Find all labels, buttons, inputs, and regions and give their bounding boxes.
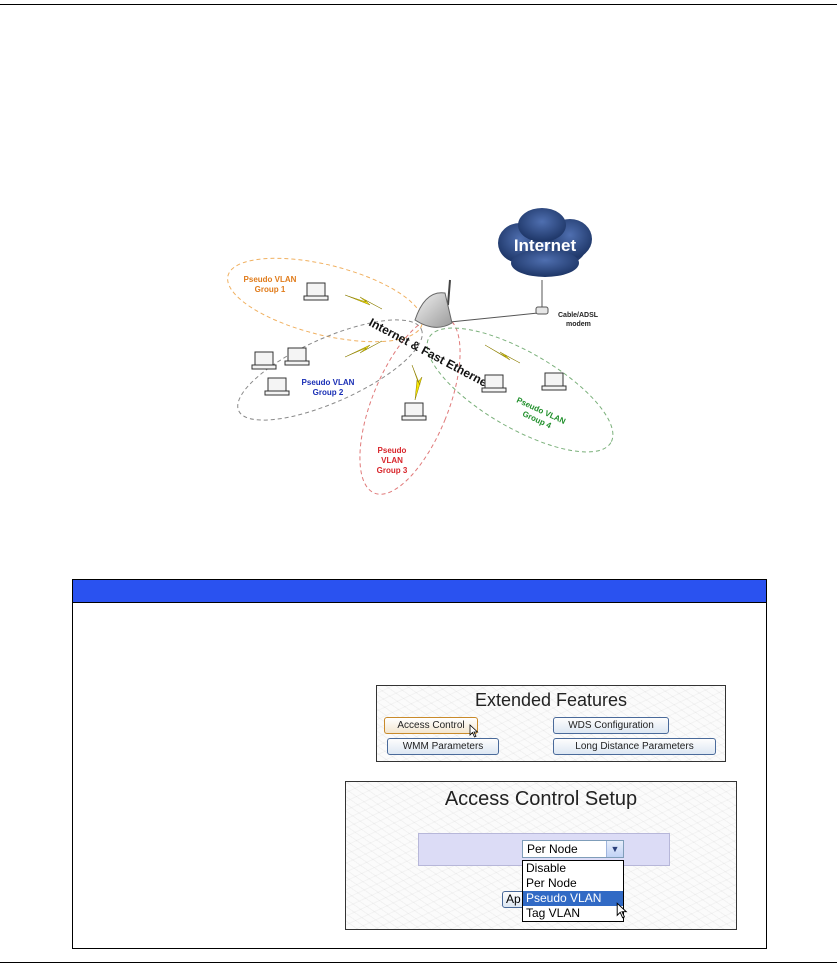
wds-configuration-button[interactable]: WDS Configuration [553, 717, 669, 734]
internet-label: Internet [514, 236, 577, 255]
access-control-select[interactable]: Per Node ▼ [522, 840, 624, 858]
chevron-down-icon[interactable]: ▼ [606, 841, 623, 857]
wmm-parameters-button[interactable]: WMM Parameters [387, 738, 499, 755]
internet-cloud: Internet [498, 208, 592, 277]
group3-label-line3: Group 3 [377, 466, 408, 475]
modem-label-line2: modem [566, 321, 591, 328]
group2-label-line2: Group 2 [313, 388, 344, 397]
cursor-icon [469, 724, 479, 738]
top-rule [0, 4, 837, 5]
group1-label-line1: Pseudo VLAN [244, 275, 297, 284]
pseudo-vlan-diagram: Internet Cable/ADSL modem Internet & Fas… [227, 208, 614, 495]
option-disable[interactable]: Disable [526, 861, 567, 875]
laptop-icons [251, 282, 567, 421]
access-control-selected-value: Per Node [527, 842, 578, 856]
group2-ellipse [237, 319, 423, 421]
option-per-node[interactable]: Per Node [526, 876, 577, 890]
note-panel-header [73, 580, 766, 603]
group4-ellipse [426, 327, 614, 453]
access-control-setup-title: Access Control Setup [444, 788, 638, 810]
note-panel: Extended Features Access Control WDS Con… [72, 579, 767, 949]
long-distance-parameters-button[interactable]: Long Distance Parameters [553, 738, 716, 755]
group3-ellipse [359, 315, 461, 495]
bottom-rule [0, 962, 837, 963]
group3-label-line1: Pseudo [378, 446, 407, 455]
wireless-signal-icon [344, 294, 521, 401]
group3-label-line2: VLAN [381, 456, 403, 465]
cursor-icon [616, 902, 628, 919]
access-control-button[interactable]: Access Control [384, 717, 478, 734]
option-pseudo-vlan[interactable]: Pseudo VLAN [523, 891, 623, 906]
extended-features-screenshot: Extended Features Access Control WDS Con… [376, 685, 726, 762]
group2-label-line1: Pseudo VLAN [302, 378, 355, 387]
modem-icon [535, 306, 549, 315]
access-point-icon [414, 279, 453, 328]
extended-features-title: Extended Features [474, 690, 628, 710]
option-tag-vlan[interactable]: Tag VLAN [526, 906, 581, 920]
access-control-dropdown-list: Disable Per Node Pseudo VLAN Tag VLAN [522, 860, 624, 922]
access-control-setup-screenshot: Access Control Setup Per Node ▼ Ap Disab… [345, 781, 737, 930]
group1-label-line2: Group 1 [255, 285, 286, 294]
modem-label-line1: Cable/ADSL [558, 312, 599, 319]
